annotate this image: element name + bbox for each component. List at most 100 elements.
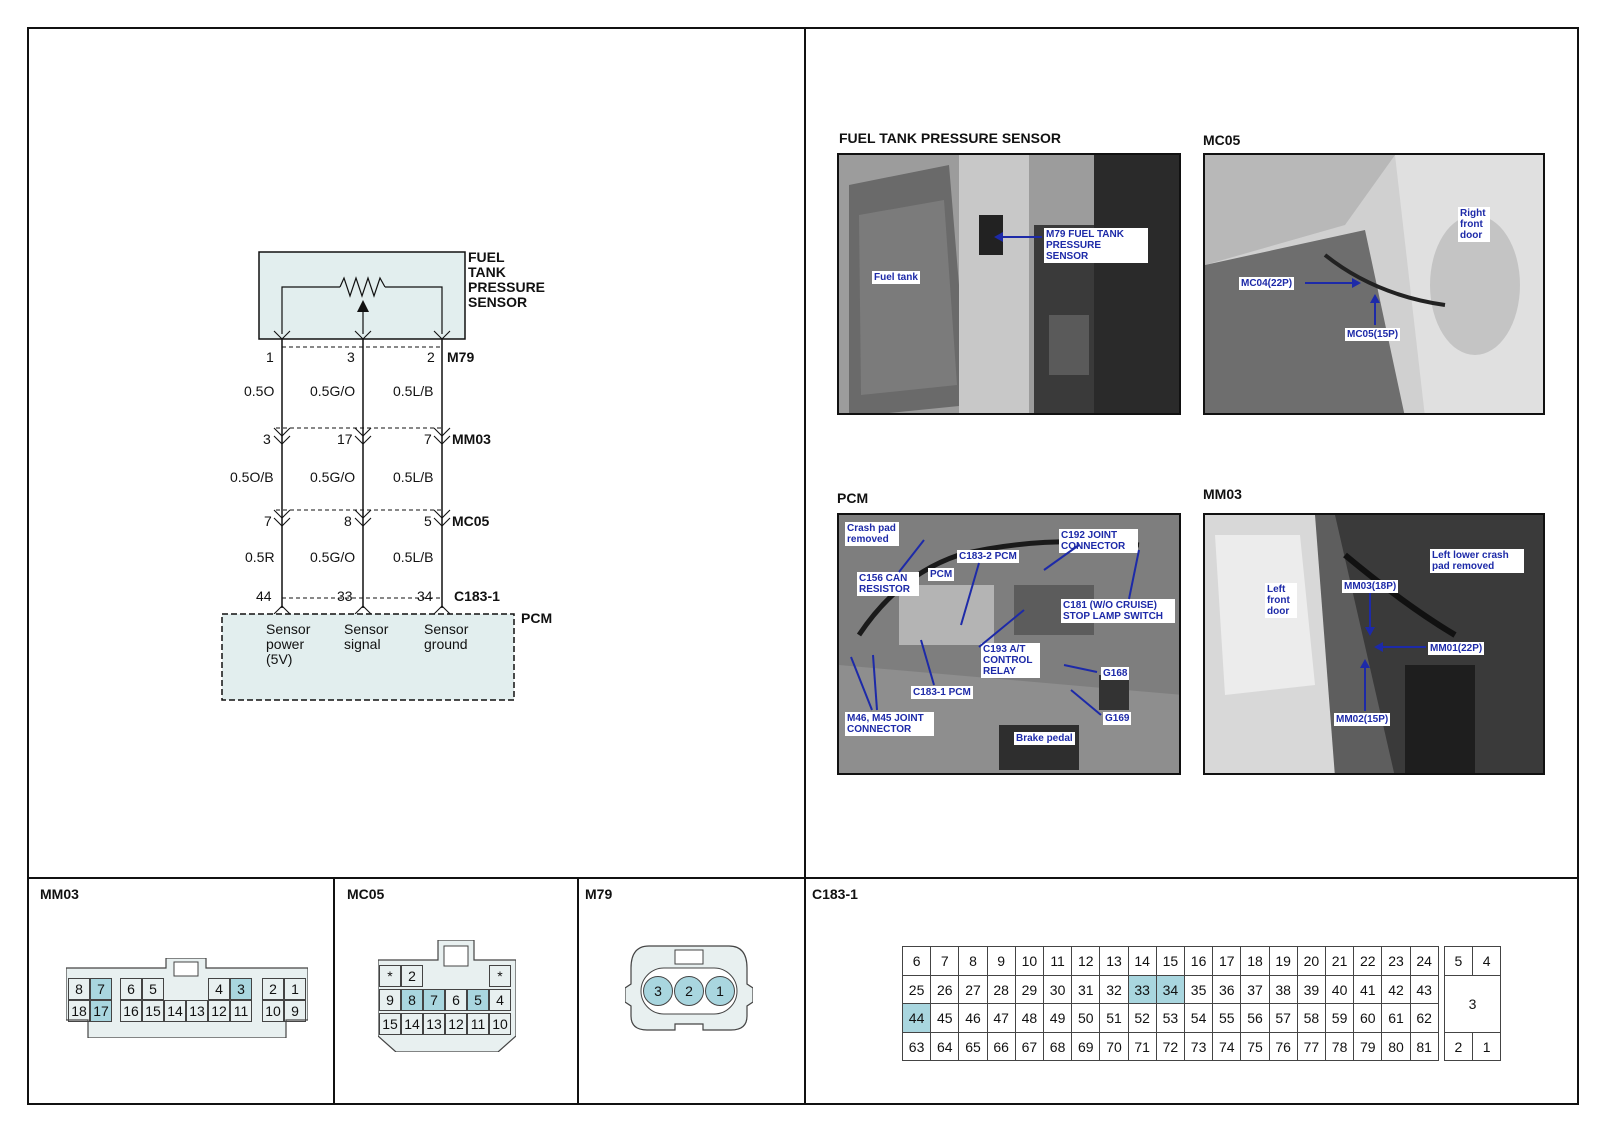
wire-label: 0.5G/O: [310, 383, 356, 399]
c183-pin: 9: [986, 946, 1016, 976]
pin-9: 9: [379, 989, 401, 1011]
wire-label: 0.5G/O: [310, 549, 356, 565]
pin-6: 6: [120, 978, 142, 1000]
photo-mm03-art: [1205, 515, 1543, 773]
connector-title-mm03: MM03: [40, 886, 79, 902]
connector-title-mc05: MC05: [347, 886, 385, 902]
connector-title-c183-1: C183-1: [812, 886, 858, 902]
c183-pin: 25: [902, 974, 932, 1004]
pin-18: 18: [68, 1000, 90, 1022]
c183-pin: 14: [1127, 946, 1157, 976]
horizontal-divider: [27, 877, 1579, 879]
pin-14: 14: [401, 1013, 423, 1035]
pin-2: 2: [262, 978, 284, 1000]
callout-fuel-tank: Fuel tank: [872, 271, 920, 284]
c183-pin: 61: [1381, 1003, 1411, 1033]
pin-mm03-c: 7: [424, 431, 432, 447]
c183-pin: 23: [1381, 946, 1411, 976]
c183-pin: 26: [930, 974, 960, 1004]
c183-pin: 69: [1071, 1031, 1101, 1061]
c183-pin: 67: [1014, 1031, 1044, 1061]
pin-11: 11: [467, 1013, 489, 1035]
callout-pcm: PCM: [928, 568, 955, 581]
pcm-label: PCM: [521, 610, 553, 626]
c183-pin: 44: [902, 1003, 932, 1033]
callout-c156: C156 CAN RESISTOR: [857, 572, 919, 596]
c183-pin: 17: [1212, 946, 1242, 976]
pin-m79-c: 2: [427, 349, 435, 365]
c183-pin: 32: [1099, 974, 1129, 1004]
pin-mm03-b: 17: [337, 431, 353, 447]
resistor-circuit: [281, 286, 340, 334]
c183-pin: 12: [1071, 946, 1101, 976]
c183-pin: 76: [1268, 1031, 1298, 1061]
c183-pin: 57: [1268, 1003, 1298, 1033]
c183-pin: 60: [1353, 1003, 1383, 1033]
c183-pin: 43: [1409, 974, 1439, 1004]
c183-pin: 59: [1325, 1003, 1355, 1033]
callout-left-front-door: Left front door: [1265, 583, 1297, 618]
pin-m79-b: 3: [347, 349, 355, 365]
c183-pin: 4: [1472, 946, 1502, 976]
resistor-circuit-right: [385, 286, 443, 334]
c183-pin: 18: [1240, 946, 1270, 976]
c183-pin: 41: [1353, 974, 1383, 1004]
photo-fuel-tank: M79 FUEL TANK PRESSURE SENSOR Fuel tank: [837, 153, 1181, 415]
c183-pin: 24: [1409, 946, 1439, 976]
pin-16: 16: [120, 1000, 142, 1022]
connector-mc05: * 2 * 9 8 7 6 5 4 15 14 13 12 11 10: [378, 940, 516, 1052]
schematic-drawing: [221, 251, 515, 701]
callout-brake-pedal: Brake pedal: [1014, 732, 1075, 745]
c183-pin: 20: [1296, 946, 1326, 976]
connector-divider-1: [333, 877, 335, 1105]
callout-c183-1: C183-1 PCM: [911, 686, 973, 699]
wiring-schematic: FUEL TANK PRESSURE SENSOR 1 3 2 M79 3 17…: [0, 0, 800, 800]
pin-15: 15: [142, 1000, 164, 1022]
pin-mc05-a: 7: [264, 513, 272, 529]
callout-mc04: MC04(22P): [1239, 277, 1295, 290]
c183-pin: 3: [1443, 974, 1502, 1033]
sensor-name: FUEL TANK PRESSURE SENSOR: [468, 249, 546, 310]
c183-pin: 31: [1071, 974, 1101, 1004]
c183-pin: 45: [930, 1003, 960, 1033]
c183-pin: 72: [1155, 1031, 1185, 1061]
pin-star-right: *: [489, 965, 511, 987]
c183-pin: 6: [902, 946, 932, 976]
c183-pin: 81: [1409, 1031, 1439, 1061]
c183-pin: 19: [1268, 946, 1298, 976]
wire-label: 0.5O: [244, 383, 275, 399]
callout-mc05: MC05(15P): [1345, 328, 1401, 341]
photo-title-fuel-tank: FUEL TANK PRESSURE SENSOR: [839, 130, 1061, 146]
connector-c183-label: C183-1: [454, 588, 500, 604]
c183-pin: 74: [1212, 1031, 1242, 1061]
callout-mm01: MM01(22P): [1428, 642, 1485, 655]
photo-title-mc05: MC05: [1203, 132, 1241, 148]
pin-5: 5: [142, 978, 164, 1000]
c183-pin: 29: [1014, 974, 1044, 1004]
pin-3: 3: [230, 978, 252, 1000]
pin-mc05-b: 8: [344, 513, 352, 529]
c183-pin: 52: [1127, 1003, 1157, 1033]
wire-label: 0.5L/B: [393, 469, 434, 485]
c183-pin: 73: [1184, 1031, 1214, 1061]
pin-mm03-a: 3: [263, 431, 271, 447]
pin-c183-a: 44: [256, 588, 272, 604]
pcm-pin-signal: Sensor signal: [344, 621, 389, 652]
c183-pin: 64: [930, 1031, 960, 1061]
callout-c193: C193 A/T CONTROL RELAY: [981, 643, 1040, 678]
c183-pin: 42: [1381, 974, 1411, 1004]
callout-g168: G168: [1101, 667, 1130, 680]
c183-pin: 10: [1014, 946, 1044, 976]
callout-left-lower-crash-pad: Left lower crash pad removed: [1430, 549, 1524, 573]
pin-4: 4: [208, 978, 230, 1000]
c183-pin: 53: [1155, 1003, 1185, 1033]
callout-right-front-door: Right front door: [1458, 207, 1490, 242]
pin-7: 7: [90, 978, 112, 1000]
pin-13: 13: [423, 1013, 445, 1035]
pin-3: 3: [643, 976, 673, 1006]
pin-10: 10: [262, 1000, 284, 1022]
wire-label: 0.5L/B: [393, 549, 434, 565]
pin-2: 2: [674, 976, 704, 1006]
c183-pin: 47: [986, 1003, 1016, 1033]
c183-pin: 16: [1184, 946, 1214, 976]
